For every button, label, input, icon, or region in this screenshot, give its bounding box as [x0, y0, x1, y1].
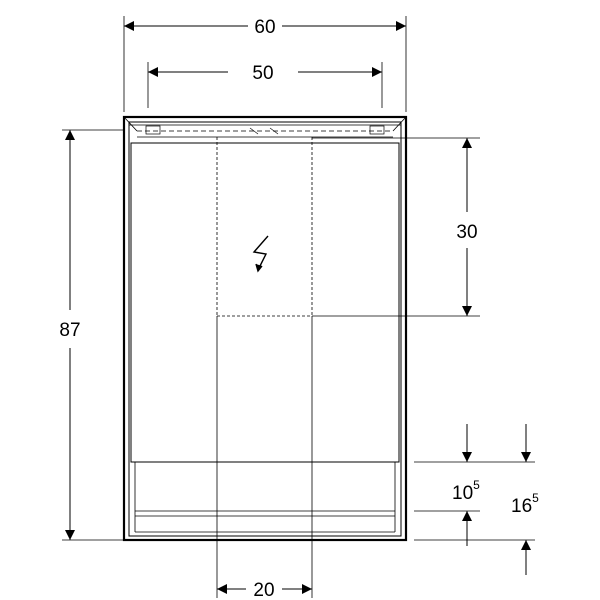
dim-label-lower-a: 105: [452, 478, 480, 504]
extension-lines: [62, 16, 535, 541]
cabinet-outline: [122, 115, 408, 542]
dim-lower-b: 165: [511, 424, 539, 575]
dim-overall-width: 60: [124, 17, 406, 38]
lightning-icon: [252, 235, 269, 273]
dim-bottom-width: 20: [217, 580, 312, 600]
dim-label-overall-height: 87: [59, 320, 80, 341]
dim-overall-height: 87: [59, 130, 81, 540]
dim-label-inner-width: 50: [252, 63, 273, 84]
dim-label-lower-b: 165: [511, 491, 539, 517]
electrical-zone: [216, 137, 313, 317]
door-panel: [130, 142, 400, 463]
dim-label-bottom-width: 20: [253, 580, 274, 600]
dim-inner-width: 50: [148, 63, 382, 84]
dim-label-upper-section: 30: [456, 222, 477, 243]
dim-lower-a: 105: [452, 424, 480, 546]
dim-label-overall-width: 60: [254, 17, 275, 38]
electrical-zone-extension: [216, 316, 313, 598]
open-shelf: [134, 462, 396, 533]
dim-upper-section: 30: [456, 138, 478, 316]
